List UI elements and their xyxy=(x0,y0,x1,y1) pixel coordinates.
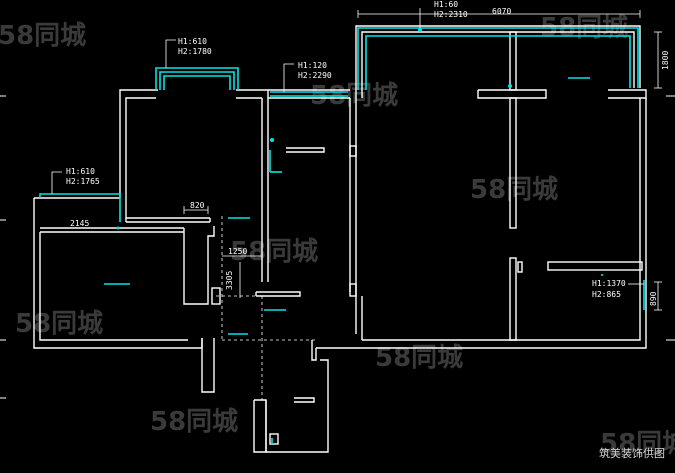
guide-lines xyxy=(216,216,318,400)
dimension-label: 890 xyxy=(649,291,658,306)
annotation-h2: H2:865 xyxy=(592,290,621,299)
annotation-h2: H2:2310 xyxy=(434,10,468,19)
annotation-h1: H1:120 xyxy=(298,61,327,70)
dimension-label: 6070 xyxy=(492,7,511,16)
watermark-layer: 58同城 58同城 58同城 58同城 58同城 58同城 58同城 58同城 … xyxy=(0,13,675,459)
watermark: 58同城 xyxy=(230,237,318,267)
watermark: 58同城 xyxy=(0,21,86,51)
dimension-label: 820 xyxy=(190,201,205,210)
annotation-h1: H1:610 xyxy=(178,37,207,46)
dimension-label: 3305 xyxy=(225,271,234,290)
dimension-labels: 6070 1800 2145 820 1250 3305 890 xyxy=(70,7,670,306)
walls xyxy=(33,25,647,453)
watermark: 58同城 xyxy=(600,429,675,459)
annotation-h1: H1:60 xyxy=(434,0,458,9)
watermark: 58同城 xyxy=(150,407,238,437)
annotation-h1: H1:610 xyxy=(66,167,95,176)
annotation-h2: H2:2290 xyxy=(298,71,332,80)
edge-ticks xyxy=(0,95,675,399)
dimension-label: 1250 xyxy=(228,247,247,256)
windows xyxy=(39,27,645,444)
dimension-lines xyxy=(40,8,662,311)
watermark: 58同城 xyxy=(470,175,558,205)
annotation-h2: H2:1765 xyxy=(66,177,100,186)
dimension-label: 1800 xyxy=(661,51,670,70)
dimension-label: 2145 xyxy=(70,219,89,228)
annotation-h1: H1:1370 xyxy=(592,279,626,288)
watermark: 58同城 xyxy=(15,309,103,339)
image-caption: 筑美装饰供图 xyxy=(599,447,665,460)
annotation-h2: H2:1780 xyxy=(178,47,212,56)
room-markers xyxy=(116,28,512,230)
window-annotations: H1:610 H2:1780 H1:610 H2:1765 H1:120 H2:… xyxy=(66,0,626,299)
